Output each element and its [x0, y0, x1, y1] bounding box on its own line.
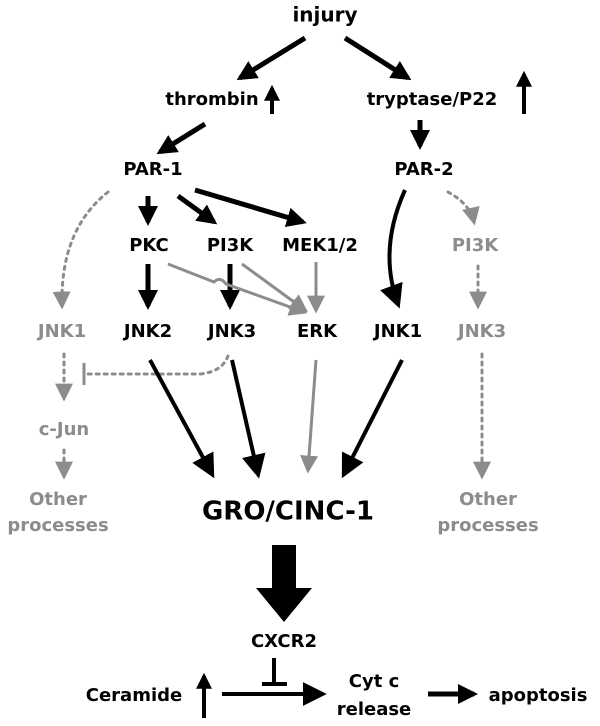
edge-par1-mek	[194, 187, 307, 228]
node-jnk1-right: JNK1	[372, 321, 422, 342]
edge-jnk1-right-gro	[341, 359, 404, 479]
node-pi3k-left: PI3K	[207, 235, 254, 256]
edge-injury-thrombin	[236, 35, 307, 81]
node-erk: ERK	[297, 321, 338, 342]
edge-par1-pi3k	[176, 193, 218, 225]
node-par1: PAR-1	[123, 159, 182, 180]
node-cytc-line1: Cyt c	[349, 671, 399, 692]
edge-erk-gro	[300, 359, 319, 474]
edge-pi3k-erk	[241, 262, 308, 313]
edge-par2-pi3k-right	[446, 190, 480, 226]
node-apoptosis: apoptosis	[489, 685, 588, 706]
node-ceramide: Ceramide	[86, 685, 182, 706]
edge-injury-tryptase	[343, 35, 412, 81]
node-other-left-line1: Other	[29, 489, 87, 510]
node-pkc: PKC	[129, 235, 169, 256]
node-pi3k-right: PI3K	[452, 235, 499, 256]
node-other-right-line1: Other	[459, 489, 517, 510]
node-tryptase: tryptase/P22	[367, 89, 498, 110]
node-jnk2: JNK2	[122, 321, 172, 342]
node-injury: injury	[292, 3, 357, 27]
edge-jnk3-inhibits-jnk1	[84, 354, 230, 376]
node-other-right-line2: processes	[437, 515, 538, 536]
edge-thrombin-par1	[156, 121, 207, 155]
edge-gro-cxcr2	[256, 545, 312, 622]
node-other-left-line2: processes	[7, 515, 108, 536]
node-thrombin: thrombin	[165, 89, 258, 110]
node-jnk1-left: JNK1	[36, 321, 86, 342]
node-cxcr2: CXCR2	[251, 631, 317, 652]
edge-jnk3-gro	[230, 359, 266, 479]
node-gro-cinc1: GRO/CINC-1	[202, 497, 374, 527]
node-jnk3-left: JNK3	[206, 321, 256, 342]
node-cjun: c-Jun	[39, 419, 89, 440]
node-cytc-line2: release	[337, 699, 412, 720]
edge-par1-jnk1-left	[52, 190, 110, 310]
node-jnk3-right: JNK3	[456, 321, 506, 342]
node-par2: PAR-2	[394, 159, 453, 180]
edge-pkc-erk	[167, 262, 308, 316]
edge-par2-jnk1-right	[380, 189, 407, 309]
edge-jnk2-gro	[148, 359, 215, 479]
node-mek: MEK1/2	[282, 235, 358, 256]
